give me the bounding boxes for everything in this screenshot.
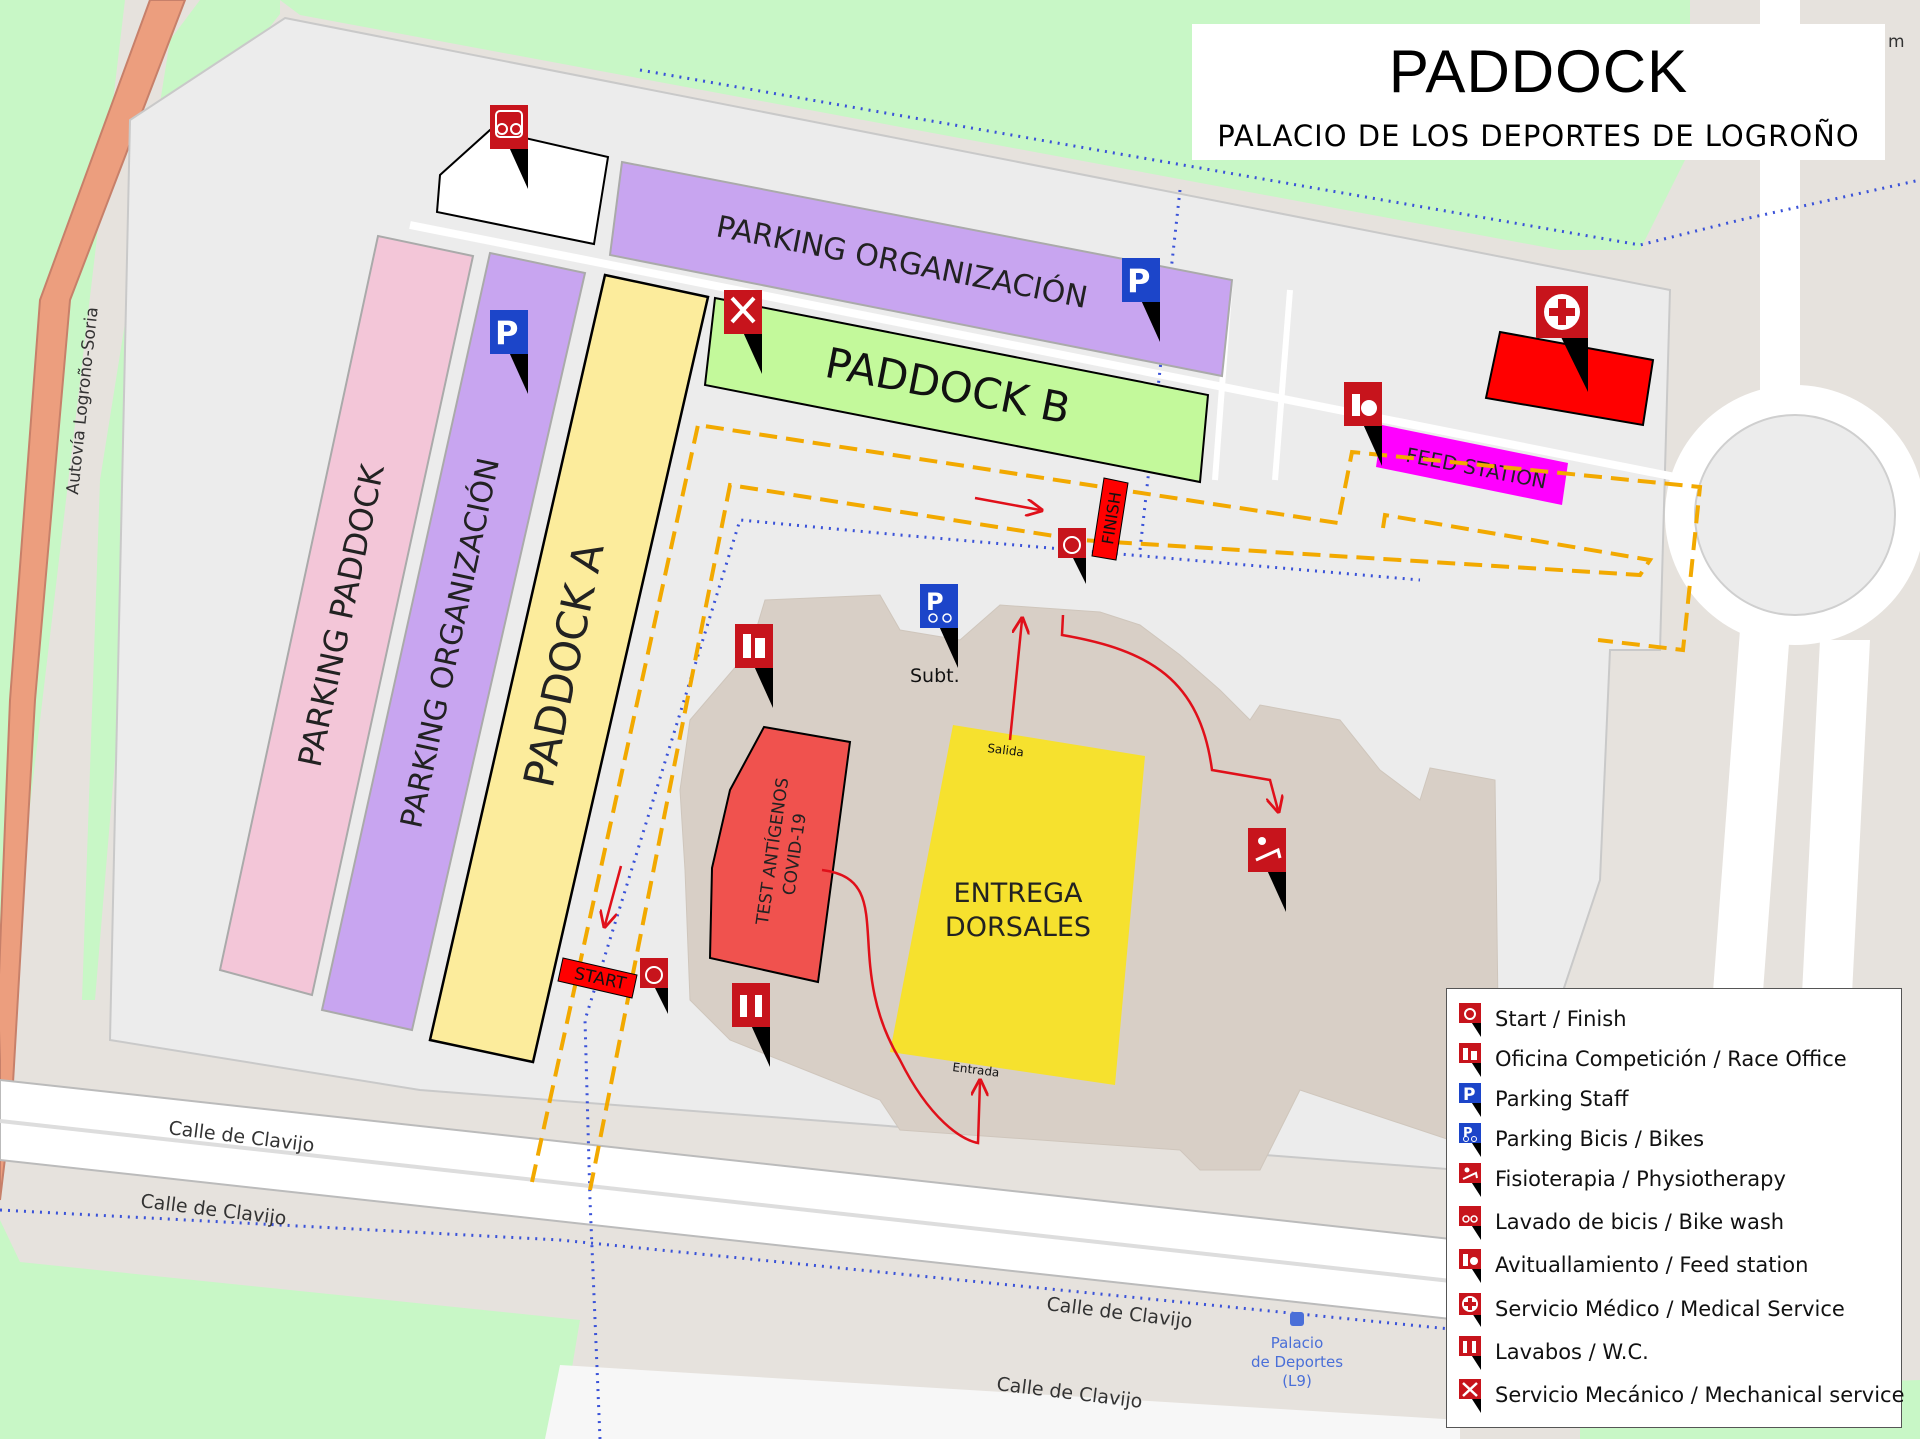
svg-text:P: P: [1463, 1085, 1475, 1105]
legend-label: Lavabos / W.C.: [1495, 1340, 1649, 1364]
zone-test-antigenos: [708, 725, 852, 984]
svg-text:P: P: [495, 314, 518, 352]
toilets-icon: [732, 983, 770, 1067]
bike-wash-icon: [490, 105, 528, 189]
site-lanes: [409, 221, 1691, 484]
boundary-dotted-4: [0, 1208, 1461, 1332]
bus-stop-line1: Palacio: [1271, 1334, 1324, 1352]
physiotherapy-icon: [1248, 828, 1286, 912]
label-entrada: Entrada: [952, 1060, 1001, 1080]
stopwatch-icon: [1459, 1003, 1481, 1037]
zone-medical: [1484, 330, 1655, 427]
legend-item-medical: Servicio Médico / Medical Service: [1447, 1289, 1903, 1329]
page-subtitle: PALACIO DE LOS DEPORTES DE LOGROÑO: [1217, 119, 1860, 153]
legend-label: Fisioterapia / Physiotherapy: [1495, 1167, 1786, 1191]
svg-text:P: P: [926, 588, 944, 616]
legend-item-parking-bikes: P Parking Bicis / Bikes: [1447, 1119, 1903, 1159]
zone-feed-station: [1376, 425, 1568, 505]
flow-arrow-course: [974, 496, 1040, 510]
parking-staff-icon: P: [490, 310, 528, 394]
legend-item-feed-station: Avituallamiento / Feed station: [1447, 1245, 1903, 1285]
mechanic-tools-icon: [1459, 1379, 1481, 1413]
medical-cross-icon: [1459, 1293, 1481, 1327]
legend-label: Servicio Mecánico / Mechanical service: [1495, 1383, 1905, 1407]
park-area-left: [0, 0, 125, 1060]
flow-arrow-start: [605, 865, 623, 925]
scale-mark: m: [1888, 32, 1905, 52]
finish-banner: [1091, 477, 1129, 561]
label-salida: Salida: [987, 741, 1025, 759]
zone-parking-paddock: [218, 234, 475, 997]
legend-label: Oficina Competición / Race Office: [1495, 1047, 1847, 1071]
legend-label: Servicio Médico / Medical Service: [1495, 1297, 1845, 1321]
map-legend: Start / Finish Oficina Competición / Rac…: [1446, 988, 1905, 1428]
autovia-road: [0, 0, 187, 1201]
zone-parking-org-vertical: [320, 251, 587, 1032]
legend-label: Start / Finish: [1495, 1007, 1627, 1031]
race-office-icon: [735, 624, 773, 708]
label-entrega-line2: DORSALES: [945, 912, 1091, 943]
zone-paddock-b: [703, 296, 1210, 484]
stopwatch-icon: [640, 958, 668, 1014]
legend-item-physiotherapy: Fisioterapia / Physiotherapy: [1447, 1159, 1903, 1199]
label-entrega-line1: ENTREGA: [954, 878, 1083, 909]
calle-clavijo-lower: [545, 1365, 1460, 1439]
bike-wash-icon: [1459, 1206, 1481, 1240]
bike-wash-area: [435, 128, 610, 246]
legend-label: Parking Staff: [1495, 1087, 1629, 1111]
site-lanes-3: [1272, 289, 1293, 481]
start-banner: [557, 957, 638, 999]
feed-station-icon: [1459, 1249, 1481, 1283]
parking-staff-icon: P: [1122, 258, 1160, 342]
parking-bikes-icon: P: [1459, 1123, 1481, 1157]
svg-text:P: P: [1127, 262, 1150, 300]
course-route: [530, 422, 1703, 1183]
bus-stop-line2: de Deportes: [1251, 1353, 1343, 1371]
map-title-box: PADDOCK PALACIO DE LOS DEPORTES DE LOGRO…: [1192, 24, 1885, 160]
page-title: PADDOCK: [1388, 38, 1689, 105]
legend-item-toilets: Lavabos / W.C.: [1447, 1332, 1903, 1372]
stopwatch-icon: [1058, 528, 1086, 584]
physiotherapy-icon: [1459, 1163, 1481, 1197]
bus-stop-line3: (L9): [1282, 1372, 1312, 1390]
svg-text:P: P: [1463, 1126, 1473, 1141]
parking-bikes-icon: P: [920, 584, 958, 668]
flow-arrow-entry: [821, 868, 980, 1145]
road-divider: [0, 1119, 1461, 1284]
zone-paddock-a: [428, 273, 710, 1064]
legend-item-race-office: Oficina Competición / Race Office: [1447, 1039, 1903, 1079]
legend-label: Parking Bicis / Bikes: [1495, 1127, 1705, 1151]
flow-arrow-exit: [1008, 620, 1022, 741]
legend-item-mechanical: Servicio Mecánico / Mechanical service: [1447, 1375, 1905, 1415]
zone-parking-org-horizontal: [608, 160, 1234, 378]
feed-station-icon: [1344, 382, 1382, 466]
toilets-icon: [1459, 1336, 1481, 1370]
legend-label: Avituallamiento / Feed station: [1495, 1253, 1809, 1277]
legend-item-parking-staff: P Parking Staff: [1447, 1079, 1903, 1119]
medical-cross-icon: [1536, 286, 1588, 392]
race-office-icon: [1459, 1043, 1481, 1077]
mechanic-tools-icon: [724, 290, 762, 374]
roundabout-island: [1694, 414, 1896, 616]
legend-item-bike-wash: Lavado de bicis / Bike wash: [1447, 1202, 1903, 1242]
park-area-bottom-left: [0, 1220, 580, 1439]
zone-entrega-dorsales: [890, 725, 1145, 1085]
course-route-inner: [588, 482, 1654, 1191]
flow-arrow-finish: [1060, 614, 1278, 810]
label-subt: Subt.: [910, 665, 960, 687]
legend-label: Lavado de bicis / Bike wash: [1495, 1210, 1785, 1234]
boundary-dotted: [583, 518, 1421, 1439]
legend-item-start-finish: Start / Finish: [1447, 999, 1903, 1039]
bus-stop-icon: [1290, 1312, 1304, 1326]
parking-staff-icon: P: [1459, 1083, 1481, 1117]
